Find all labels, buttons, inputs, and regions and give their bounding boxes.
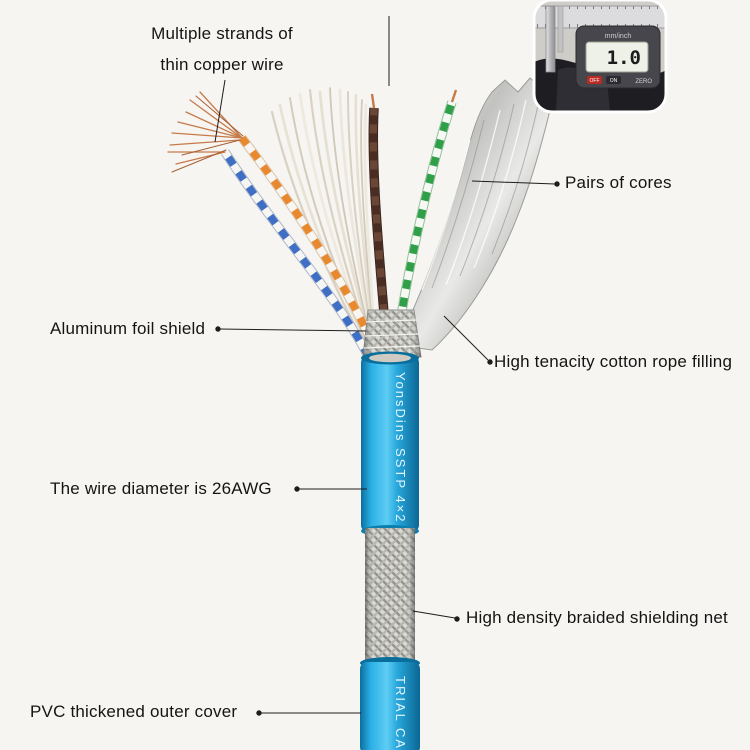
label-copper-line2: thin copper wire	[160, 55, 284, 74]
caliper-off-label: OFF	[590, 78, 600, 84]
caliper-lcd	[585, 41, 649, 73]
label-pairs-of-cores: Pairs of cores	[565, 173, 672, 192]
caliper-display: 1.0	[607, 47, 641, 69]
jacket-upper-print: YonsDins SSTP 4×2	[393, 372, 408, 523]
leader-foil	[219, 328, 367, 332]
caliper-jaw	[545, 5, 556, 73]
leader-braid	[412, 610, 456, 619]
caliper-on-label: ON	[610, 78, 618, 84]
label-braided-net: High density braided shielding net	[466, 608, 728, 627]
label-pvc-cover: PVC thickened outer cover	[30, 702, 238, 721]
shield-wrap	[362, 309, 422, 358]
caliper-inset: mm/inch 1.0 OFF ON ZERO	[532, 0, 668, 114]
label-wire-diameter: The wire diameter is 26AWG	[50, 479, 272, 498]
leader-cotton	[443, 315, 489, 361]
jacket-lower-print: TRIAL CAB	[393, 676, 408, 750]
copper-strands	[167, 91, 244, 173]
jacket-lower: TRIAL CAB	[360, 657, 420, 750]
label-aluminum-foil: Aluminum foil shield	[50, 319, 206, 338]
leader-lines	[214, 16, 560, 716]
twisted-pair-blue	[221, 149, 373, 359]
label-copper-strands: Multiple strands of thin copper wire	[122, 18, 322, 80]
caliper-on-button	[606, 76, 621, 84]
caliper-zero-label: ZERO	[635, 79, 652, 85]
leader-copper	[214, 79, 226, 143]
braided-shield	[365, 528, 415, 666]
jacket-upper: YonsDins SSTP 4×2	[361, 351, 419, 537]
caliper-off-button	[587, 76, 602, 84]
label-cotton-rope: High tenacity cotton rope filling	[494, 352, 733, 371]
leader-pairs	[471, 180, 556, 185]
label-copper-line1: Multiple strands of	[151, 24, 293, 43]
caliper-unit-label: mm/inch	[605, 33, 632, 40]
